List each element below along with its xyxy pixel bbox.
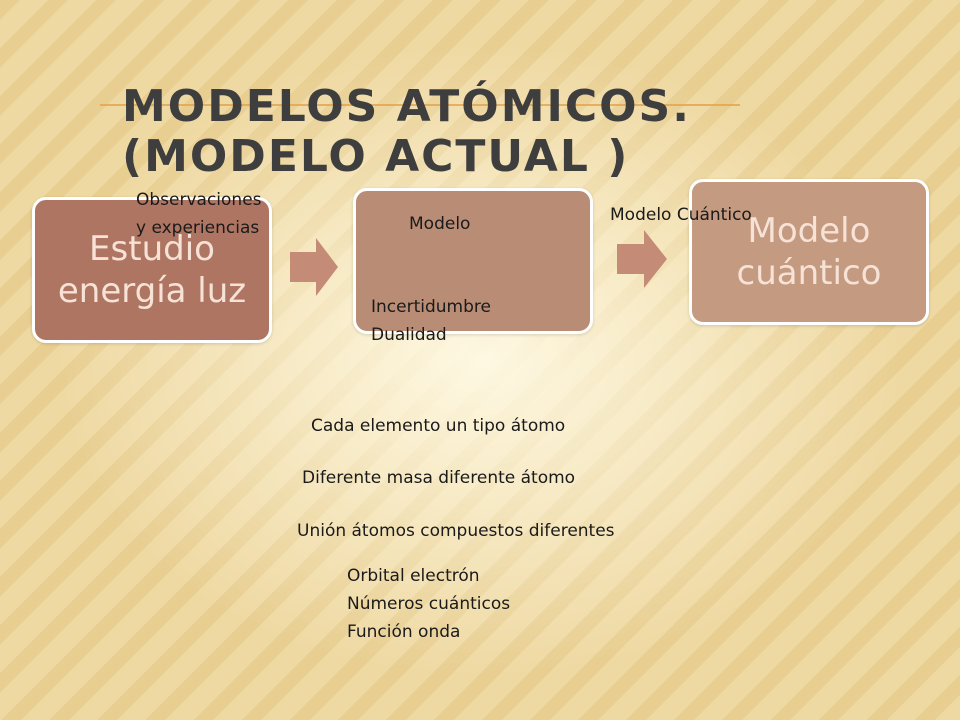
process-box-cuantico-text: Modelo cuántico	[736, 211, 882, 293]
slide-title: Modelos atómicos.(modelo actual )	[122, 81, 691, 182]
statement-diferente-masa: Diferente masa diferente átomo	[302, 468, 576, 488]
process-box-modelo	[353, 188, 593, 334]
process-box-estudio-text: Estudio energía luz	[57, 229, 247, 311]
label-modelo-cuantico: Modelo Cuántico	[610, 205, 752, 225]
statement-cada-elemento: Cada elemento un tipo átomo	[311, 416, 566, 436]
process-box-cuantico: Modelo cuántico	[689, 179, 929, 325]
statement-union-atomos: Unión átomos compuestos diferentes	[297, 521, 615, 541]
label-incertidumbre: Incertidumbre	[371, 297, 491, 317]
label-dualidad: Dualidad	[371, 325, 447, 345]
label-observaciones-line1: Observaciones	[136, 190, 262, 210]
list-item-numeros: Números cuánticos	[347, 594, 511, 614]
title-rule	[100, 104, 740, 106]
process-box-estudio: Estudio energía luz	[32, 197, 272, 343]
arrow-icon-2	[617, 230, 667, 288]
list-item-orbital: Orbital electrón	[347, 566, 480, 586]
label-modelo: Modelo	[409, 214, 471, 234]
label-observaciones-line2: y experiencias	[136, 218, 260, 238]
arrow-icon-1	[290, 238, 338, 296]
list-item-funcion: Función onda	[347, 622, 461, 642]
quantum-features-list: Orbital electrón Números cuánticos Funci…	[347, 562, 510, 646]
